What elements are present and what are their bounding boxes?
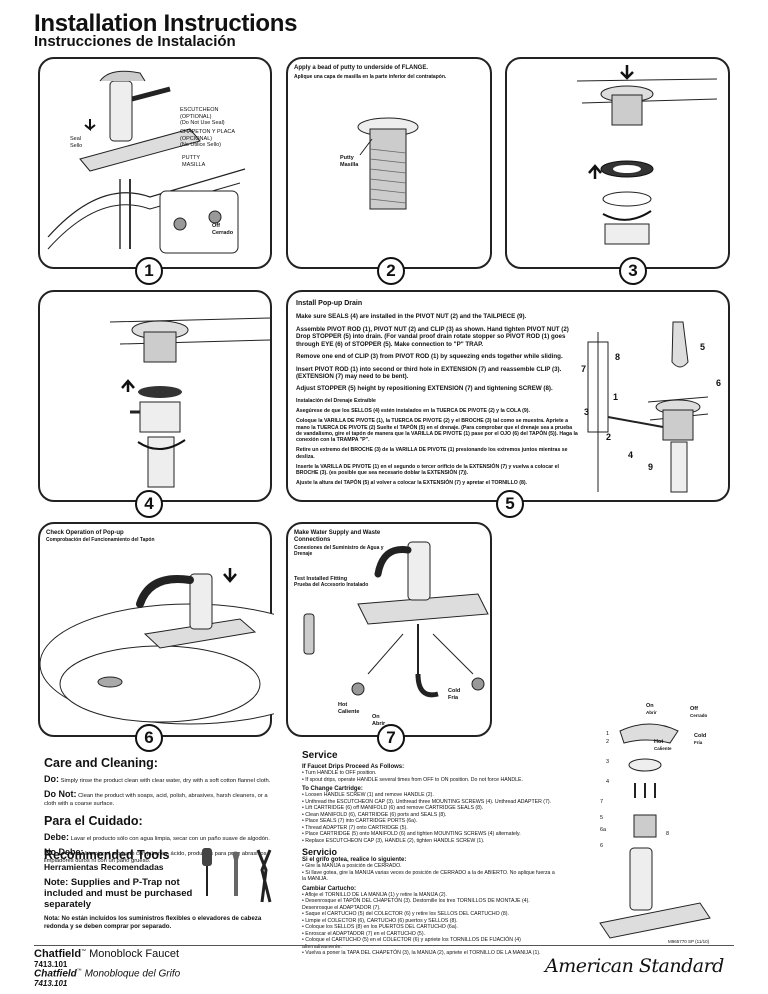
hot-label-7: Hot Caliente [338, 702, 360, 715]
care-title-es: Para el Cuidado: [44, 813, 143, 828]
wrench-icon [232, 852, 240, 896]
seal-label: Seal Sello [70, 136, 83, 149]
on-label-7: On Abrir [372, 714, 386, 727]
parts-cold-label: Cold Fría [694, 733, 707, 745]
parts-exploded-view: On Abrir Off Cerrado Hot Caliente Cold F… [590, 703, 730, 944]
step-7-heading: Make Water Supply and Waste Connections [294, 530, 381, 544]
step-6-illustration [40, 568, 274, 725]
care-title: Care and Cleaning: [44, 756, 158, 770]
step-5-panel: Install Pop-up Drain Make sure SEALS (4)… [286, 290, 730, 518]
step-3-panel: 3 [505, 57, 730, 285]
putty-label: PUTTY MASILLA [182, 155, 206, 168]
step-number-2: 2 [377, 257, 405, 285]
step-6-panel: Check Operation of Pop-up Comprobación d… [38, 522, 274, 752]
step-6-heading-es: Comprobación del Funcionamiento del Tapó… [46, 537, 155, 543]
step-2-panel: Apply a bead of putty to underside of FL… [286, 57, 492, 285]
step-5-illustration [587, 321, 709, 493]
step-3-illustration [576, 65, 718, 245]
page-subtitle: Instrucciones de Instalación [34, 33, 236, 50]
test-fitting-label-es: Prueba del Accesorio Instalado [294, 582, 369, 588]
step-number-6: 6 [135, 724, 163, 752]
step-number-4: 4 [135, 490, 163, 518]
tools-note-es: Nota: No están incluidos los suministros… [44, 914, 262, 930]
parts-on-label: On Abrir [646, 703, 657, 715]
tools-section: Recommended Tools Herramientas Recomenda… [44, 848, 284, 930]
step-7-illustration [303, 541, 489, 698]
page-title: Installation Instructions [34, 10, 298, 37]
escutcheon-label: ESCUTCHEON (OPTIONAL) (Do Not Use Seal) [180, 107, 225, 127]
step-2-heading: Apply a bead of putty to underside of FL… [294, 65, 429, 71]
pliers-icon [256, 849, 272, 903]
document-number: M965770 SP (11/10) [668, 939, 710, 944]
step-7-panel: Make Water Supply and Waste Connections … [286, 522, 492, 752]
service-title-es: Servicio [302, 847, 338, 857]
step-1-panel: ESCUTCHEON (OPTIONAL) (Do Not Use Seal) … [38, 57, 272, 285]
step-number-1: 1 [135, 257, 163, 285]
cold-label-7: Cold Fría [448, 688, 461, 701]
tools-note: Note: Supplies and P-Trap not included a… [44, 877, 193, 910]
footer-product: Chatfield™ Monoblock Faucet 7413.101 Cha… [34, 948, 181, 988]
service-title: Service [302, 750, 338, 761]
parts-off-label: Off Cerrado [690, 706, 708, 718]
tools-title: Recommended Tools [44, 848, 170, 862]
tools-illustration [202, 848, 272, 903]
test-fitting-label: Test Installed Fitting [294, 576, 348, 582]
parts-hot-label: Hot Caliente [654, 739, 672, 751]
step-2-illustration [357, 117, 419, 210]
step-number-3: 3 [619, 257, 647, 285]
screwdriver-icon [202, 848, 212, 896]
step-5-heading: Install Pop-up Drain [296, 300, 363, 307]
escutcheon-label-es: CHAPETON Y PLACA (OPCIONAL) (No Utilice … [180, 129, 236, 149]
service-section: Service If Faucet Drips Proceed As Follo… [302, 750, 560, 957]
parts-illustration [599, 723, 711, 939]
tools-title-es: Herramientas Recomendadas [44, 862, 164, 872]
step-number-7: 7 [377, 724, 405, 752]
step-4-panel: 4 [38, 290, 272, 518]
step-number-5: 5 [496, 490, 524, 518]
step-7-heading-es: Conexiones del Suministro de Agua y Dren… [294, 545, 384, 557]
step-1-illustration [47, 70, 246, 254]
step-4-illustration [109, 317, 271, 488]
brand-logo: American Standard [545, 955, 724, 977]
care-section: Care and Cleaning: Do: Simply rinse the … [44, 756, 276, 865]
step-5-heading-es: Instalación del Drenaje Extraíble [296, 397, 376, 404]
step-2-heading-es: Aplique una capa de masilla en la parte … [294, 74, 447, 80]
step-6-heading: Check Operation of Pop-up [46, 530, 124, 536]
off-label: Off Cerrado [212, 223, 234, 236]
putty-label-2: Putty Masilla [340, 155, 359, 168]
footer-divider [34, 945, 734, 946]
